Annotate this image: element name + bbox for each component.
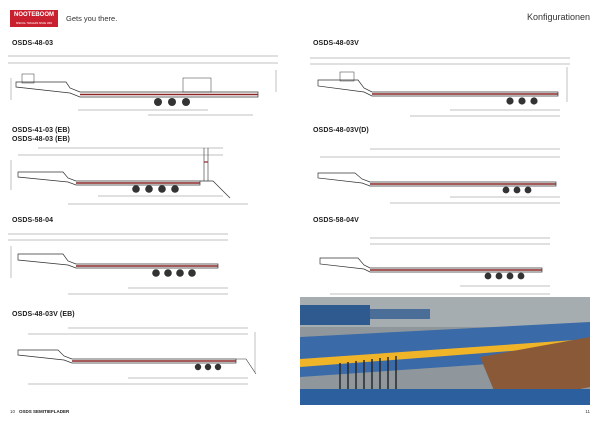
brand-logo: NOOTEBOOM SPECIAL TRAILERS SINCE 1881 xyxy=(10,10,58,27)
tagline: Gets you there. xyxy=(66,14,118,23)
footer-right-page-number: 11 xyxy=(585,409,590,414)
trailer-drawing-osds-48-03v-eb xyxy=(17,327,257,385)
model-title-osds-48-03v: OSDS-48-03V xyxy=(313,40,359,47)
model-title-osds-58-04: OSDS-58-04 xyxy=(12,217,54,224)
logo-text: NOOTEBOOM xyxy=(14,12,54,18)
footer-left-page-number: 10 xyxy=(10,409,16,414)
trailer-drawing-osds-48-03v-d xyxy=(317,148,560,204)
trailer-drawing-osds-48-03 xyxy=(8,55,278,116)
footer-right: 11 xyxy=(585,409,590,414)
model-title-osds-58-04v: OSDS-58-04V xyxy=(313,217,359,224)
model-title-osds-48-03v-d: OSDS-48-03V(D) xyxy=(313,127,369,134)
model-title-osds-41-03-eb: OSDS-41-03 (EB) xyxy=(12,127,70,134)
trailer-photo-image xyxy=(300,297,590,405)
trailer-drawing-osds-58-04 xyxy=(8,233,228,295)
model-title-osds-48-03: OSDS-48-03 xyxy=(12,40,54,47)
trailer-drawing-osds-48-03-eb xyxy=(10,147,248,205)
trailer-drawing-osds-48-03v xyxy=(310,57,570,117)
trailer-drawing-osds-58-04v xyxy=(319,237,550,295)
trailer-photo xyxy=(300,297,590,405)
model-title-osds-48-03v-eb: OSDS-48-03V (EB) xyxy=(12,311,75,318)
logo-subtext: SPECIAL TRAILERS SINCE 1881 xyxy=(15,22,53,25)
model-title-osds-48-03-eb: OSDS-48-03 (EB) xyxy=(12,136,70,143)
page-title: Konfigurationen xyxy=(526,12,590,22)
footer-left-label: OSDS SEMITIEFLADER xyxy=(19,409,70,414)
